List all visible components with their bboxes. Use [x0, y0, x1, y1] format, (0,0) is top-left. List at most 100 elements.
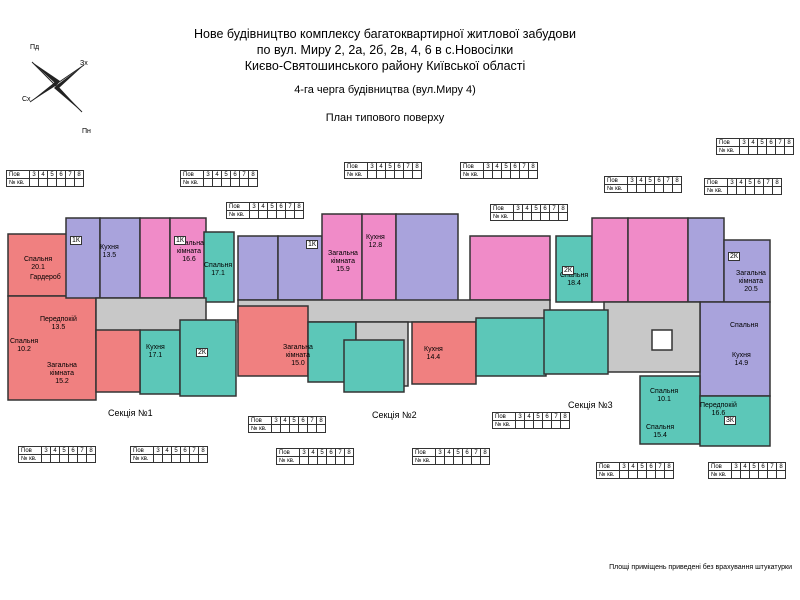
room-area: 16.6 [182, 256, 196, 263]
table-cell [153, 454, 163, 463]
table-cell: 4 [736, 178, 746, 187]
table-cell [745, 186, 755, 195]
room-bedroom-2: Спальня 10.2 [10, 338, 38, 354]
table-cell [189, 454, 199, 463]
apartment-block [699, 301, 771, 397]
table-cell: 6 [180, 446, 190, 455]
table-cell [162, 454, 172, 463]
table-cell: 6 [646, 462, 656, 471]
table-cell [740, 470, 750, 479]
table-cell: 6 [230, 170, 240, 179]
table-cell [68, 454, 78, 463]
table-cell: 3 [435, 448, 445, 457]
table-cell [258, 210, 268, 219]
table-cell [646, 470, 656, 479]
table-cell: 7 [663, 176, 673, 185]
table-cell: 7 [239, 170, 249, 179]
table-cell [627, 184, 637, 193]
table-cell: 4 [308, 448, 318, 457]
table-row-label: № кв. [460, 170, 484, 179]
table-cell: 6 [510, 162, 520, 171]
table-cell [249, 210, 259, 219]
title-line-3: Києво-Святошинського району Київської об… [244, 59, 526, 73]
room-bedroom-s3d: Спальня 18.4 [560, 272, 588, 288]
table-row-label: Пов [708, 462, 732, 471]
table-row-label: Пов [704, 178, 728, 187]
table-cell: 5 [533, 412, 543, 421]
table-cell: 7 [551, 412, 561, 421]
unit-type-badge: 2К [196, 348, 208, 357]
room-bedroom-s3b: Спальня 10.1 [650, 388, 678, 404]
table-cell [749, 470, 759, 479]
table-cell: 5 [645, 176, 655, 185]
table-cell: 6 [540, 204, 550, 213]
table-cell: 5 [59, 446, 69, 455]
room-name: Спальня [646, 424, 675, 431]
table-cell [198, 454, 208, 463]
apartment-block [65, 217, 101, 299]
room-hall-s3: Передпокій 16.6 [700, 402, 737, 418]
room-wardrobe: Гардероб [30, 274, 61, 281]
table-cell [403, 170, 413, 179]
table-cell [77, 454, 87, 463]
room-name: Кухня [146, 344, 165, 351]
table-cell [531, 212, 541, 221]
unit-type-badge: 1К [306, 240, 318, 249]
table-cell [471, 456, 481, 465]
compass-label-se: Пн [82, 128, 91, 135]
table-cell [757, 146, 767, 155]
table-cell [317, 456, 327, 465]
table-cell: 3 [299, 448, 309, 457]
table-cell: 8 [672, 176, 682, 185]
table-cell [772, 186, 782, 195]
table-row-label: Пов [412, 448, 436, 457]
table-cell [56, 178, 66, 187]
table-cell [326, 456, 336, 465]
apartment-block [361, 213, 397, 305]
table-cell [784, 146, 794, 155]
table-cell: 7 [763, 178, 773, 187]
table-cell [736, 186, 746, 195]
room-area: 15.4 [653, 432, 667, 439]
table-row-label: № кв. [248, 424, 272, 433]
table-cell [672, 184, 682, 193]
room-name: Спальня [650, 388, 679, 395]
table-row-label: Пов [18, 446, 42, 455]
table-cell: 7 [335, 448, 345, 457]
room-name: Загальна кімната [328, 250, 358, 265]
table-cell: 3 [619, 462, 629, 471]
table-cell [754, 186, 764, 195]
table-cell: 5 [317, 448, 327, 457]
table-row-label: Пов [490, 204, 514, 213]
table-cell [65, 178, 75, 187]
table-cell: 5 [385, 162, 395, 171]
table-cell: 8 [560, 412, 570, 421]
table-cell: 4 [636, 176, 646, 185]
table-cell [492, 170, 502, 179]
table-cell: 3 [515, 412, 525, 421]
apartment-block [543, 309, 609, 375]
table-cell: 5 [745, 178, 755, 187]
table-cell [542, 420, 552, 429]
section-label-3: Секція №3 [568, 400, 613, 410]
room-living-s3: Загальна кімната 20.5 [734, 270, 768, 294]
table-cell [739, 146, 749, 155]
plan-walls [7, 213, 771, 447]
table-cell: 8 [198, 446, 208, 455]
table-cell: 4 [212, 170, 222, 179]
table-row-label: Пов [604, 176, 628, 185]
unit-type-badge: 2К [728, 252, 740, 261]
table-cell [480, 456, 490, 465]
table-cell: 8 [74, 170, 84, 179]
apartment-block [99, 217, 141, 299]
table-cell: 4 [376, 162, 386, 171]
table-cell [239, 178, 249, 187]
table-cell [203, 178, 213, 187]
table-row-label: Пов [492, 412, 516, 421]
